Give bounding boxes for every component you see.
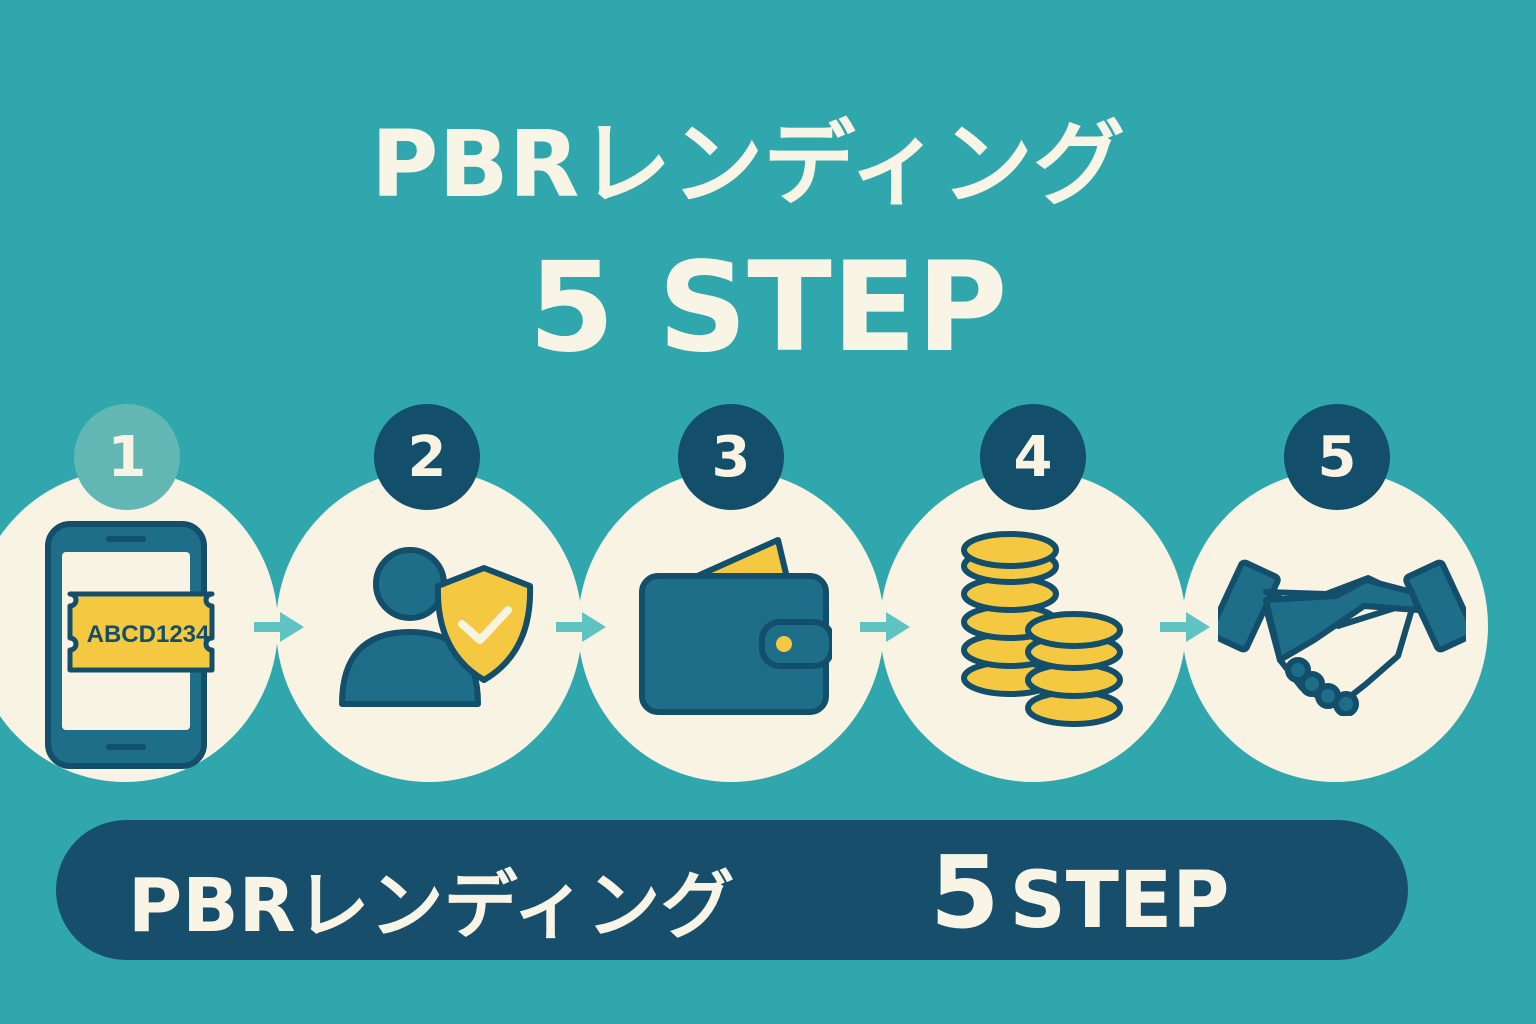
handshake-icon [1218, 559, 1466, 716]
banner-step-text: STEP [1009, 856, 1230, 946]
banner-title: PBRレンディング [128, 863, 735, 949]
step-2-badge: 2 [374, 404, 480, 510]
arrow-right-icon [860, 612, 910, 642]
coin-stacks-icon [961, 531, 1123, 727]
title-line-1: PBRレンディング [371, 111, 1125, 218]
arrow-right-icon [556, 612, 606, 642]
user-shield-check-icon [339, 547, 534, 707]
banner-step-number: 5 [930, 834, 1000, 951]
arrow-right-icon [254, 612, 304, 642]
title-line-2: 5 STEP [528, 236, 1008, 380]
step-2-circle [276, 470, 582, 782]
arrow-right-icon [1160, 612, 1210, 642]
ticket-code: ABCD1234 [87, 621, 210, 648]
step-1-badge: 1 [74, 404, 180, 510]
step-4-badge: 4 [980, 404, 1086, 510]
wallet-icon [639, 537, 832, 715]
step-5-badge: 5 [1284, 404, 1390, 510]
step-3-badge: 3 [678, 404, 784, 510]
smartphone-code-icon: ABCD1234 [45, 521, 215, 769]
